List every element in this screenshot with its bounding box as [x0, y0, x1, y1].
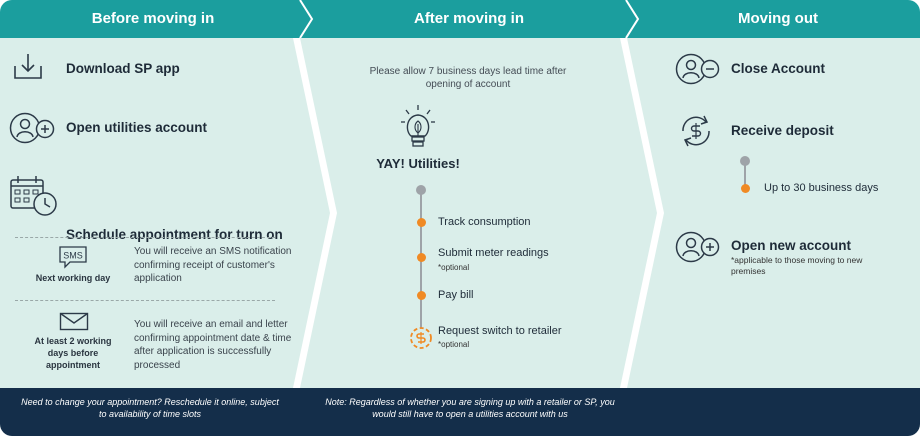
- footer-reschedule-note: Need to change your appointment? Resched…: [21, 397, 279, 419]
- calendar-clock-icon: [9, 174, 59, 223]
- step-open-new-account: Open new account: [731, 238, 852, 253]
- step-schedule-appointment: Schedule appointment for turn on: [66, 227, 283, 242]
- header-chevrons: [299, 0, 640, 38]
- lead-time-note: Please allow 7 business days lead time a…: [369, 66, 567, 90]
- timeline-dot: [416, 218, 426, 227]
- lightbulb-icon: [400, 104, 436, 155]
- remove-user-icon: [675, 52, 723, 91]
- after-step-note: *optional: [438, 340, 470, 349]
- add-user-icon: [675, 230, 723, 269]
- sms-bubble-icon: SMS: [58, 245, 88, 274]
- email-timing: At least 2 working days before appointme…: [34, 336, 112, 370]
- email-description: You will receive an email and letter con…: [134, 319, 292, 371]
- deposit-end-dot: [740, 184, 750, 193]
- panels: Download SP app Open utilities account: [0, 38, 920, 388]
- footer-account-note: Note: Regardless of whether you are sign…: [325, 397, 615, 419]
- step-open-utilities-account: Open utilities account: [66, 120, 208, 135]
- after-step-label: Track consumption: [438, 216, 531, 228]
- sms-icon-label: SMS: [63, 251, 83, 261]
- timeline-dot: [416, 253, 426, 262]
- after-step-label: Request switch to retailer: [438, 325, 562, 337]
- yay-utilities-label: YAY! Utilities!: [376, 156, 460, 171]
- new-account-note: *applicable to those moving to new premi…: [731, 255, 863, 276]
- deposit-time-label: Up to 30 business days: [764, 182, 879, 194]
- sms-timing: Next working day: [35, 273, 111, 283]
- header-bar: Before moving in After moving in Moving …: [0, 0, 920, 38]
- header-before-moving-in: Before moving in: [91, 10, 215, 27]
- header-after-moving-in: After moving in: [413, 10, 524, 27]
- add-user-icon: [9, 112, 57, 149]
- divider: [15, 237, 275, 238]
- divider: [15, 300, 275, 301]
- step-close-account: Close Account: [731, 61, 826, 76]
- timeline-dot: [416, 291, 426, 300]
- step-download-app: Download SP app: [66, 61, 180, 76]
- sms-description: You will receive an SMS notification con…: [134, 246, 292, 284]
- switch-retailer-icon: [409, 326, 433, 355]
- footer-bar: Need to change your appointment? Resched…: [0, 388, 920, 436]
- after-step-note: *optional: [438, 263, 470, 272]
- download-icon: [12, 52, 44, 87]
- after-step-label: Submit meter readings: [438, 247, 549, 259]
- step-receive-deposit: Receive deposit: [731, 123, 834, 138]
- deposit-start-dot: [740, 156, 750, 166]
- timeline-start-dot: [416, 185, 426, 195]
- deposit-timeline-line: [744, 160, 746, 188]
- dollar-refresh-icon: [677, 112, 715, 155]
- after-step-label: Pay bill: [438, 289, 474, 301]
- envelope-icon: [59, 312, 89, 337]
- header-moving-out: Moving out: [738, 10, 818, 27]
